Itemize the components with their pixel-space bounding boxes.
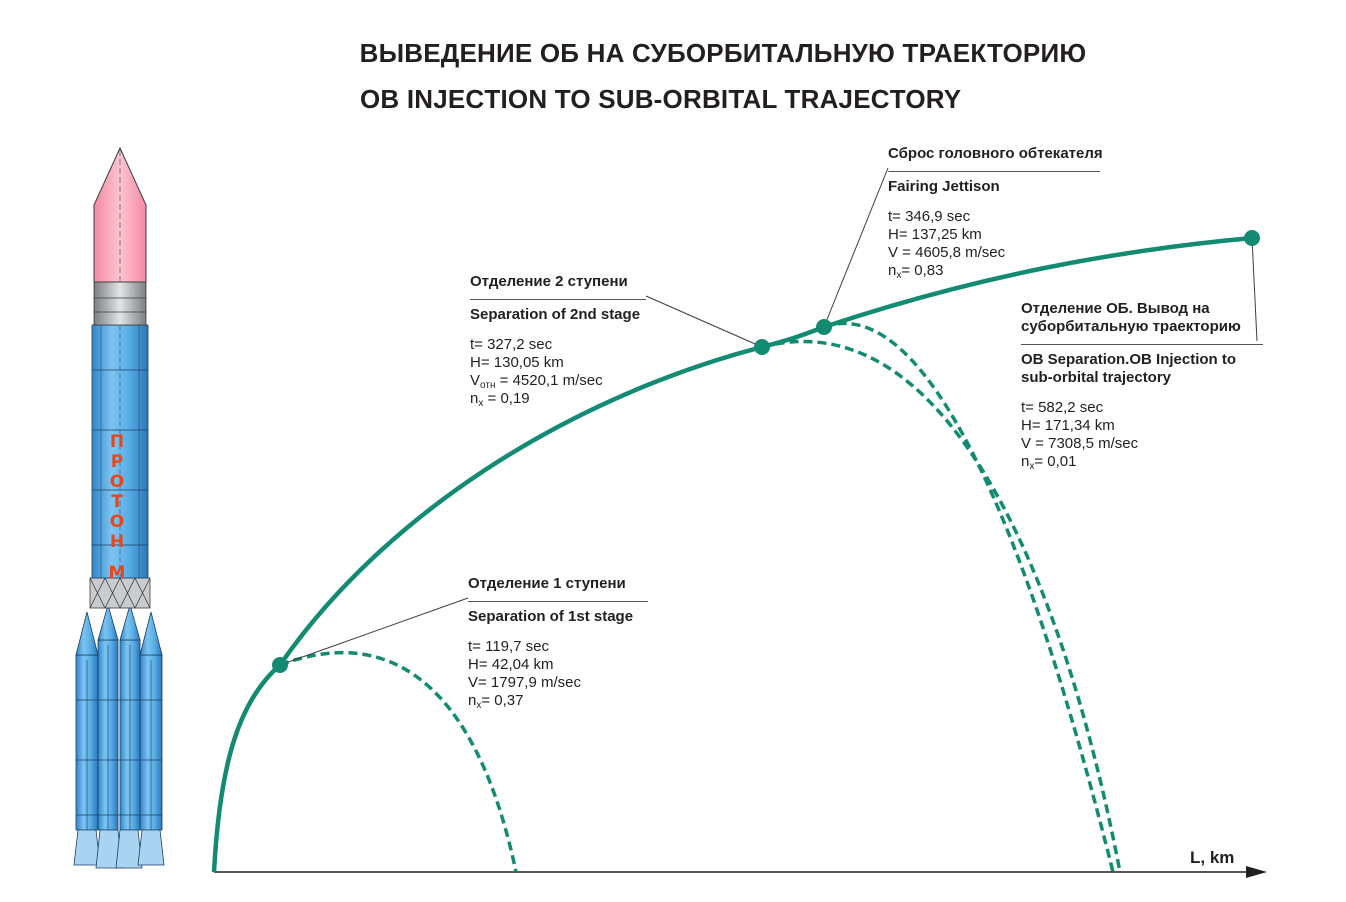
ob-overload-value: = 0,01 bbox=[1034, 453, 1077, 470]
title-english: OB INJECTION TO SUB-ORBITAL TRAJECTORY bbox=[360, 84, 962, 114]
stage2-fall-trajectory bbox=[761, 339, 1122, 873]
ob-title-en-line1: OB Separation.OB Injection to bbox=[1021, 351, 1237, 368]
fairing-overload-symbol: n bbox=[888, 262, 897, 279]
rocket-letter: Н bbox=[110, 532, 124, 552]
stage1-altitude: H= 42,04 km bbox=[468, 656, 554, 673]
fairing-jettison-point bbox=[816, 319, 832, 335]
stage2-time: t= 327,2 sec bbox=[470, 336, 553, 353]
stage2-annotation: Отделение 2 ступени Separation of 2nd st… bbox=[470, 273, 646, 409]
rocket-letter: О bbox=[110, 512, 124, 532]
stage2-altitude: H= 130,05 km bbox=[470, 354, 564, 371]
stage2-overload-symbol: n bbox=[470, 390, 479, 407]
ob-title-ru-line2: суборбитальную траекторию bbox=[1021, 318, 1241, 335]
stage1-title-en: Separation of 1st stage bbox=[468, 608, 634, 625]
ob-divider bbox=[1021, 344, 1263, 345]
stage2-title-en: Separation of 2nd stage bbox=[470, 306, 641, 323]
stage1-divider bbox=[468, 601, 648, 602]
fairing-overload-subscript: x bbox=[896, 270, 902, 281]
ob-overload-symbol: n bbox=[1021, 453, 1030, 470]
fairing-title-en: Fairing Jettison bbox=[888, 178, 1000, 195]
ob-time: t= 582,2 sec bbox=[1021, 399, 1104, 416]
ob-title-ru-line1: Отделение ОБ. Вывод на bbox=[1021, 300, 1210, 317]
stage1-annotation: Отделение 1 ступени Separation of 1st st… bbox=[468, 575, 648, 711]
interstage-truss bbox=[89, 577, 151, 609]
head-fairing bbox=[93, 146, 147, 283]
stage1-time: t= 119,7 sec bbox=[468, 638, 550, 655]
stage2-velocity-value: = 4520,1 m/sec bbox=[495, 372, 603, 389]
stage2-overload: nx = 0,19 bbox=[470, 390, 646, 409]
stage2-velocity-symbol: V bbox=[470, 372, 481, 389]
stage1-overload-value: = 0,37 bbox=[481, 692, 524, 709]
leader-stage1 bbox=[279, 597, 469, 666]
leader-lines bbox=[279, 167, 1258, 666]
ob-annotation: Отделение ОБ. Вывод на суборбитальную тр… bbox=[1021, 300, 1263, 472]
fairing-annotation: Сброс головного обтекателя Fairing Jetti… bbox=[888, 145, 1103, 281]
fairing-overload: nx= 0,83 bbox=[888, 262, 1103, 281]
fairing-divider bbox=[888, 171, 1100, 172]
rocket-letter: Р bbox=[111, 452, 123, 472]
leader-fairing bbox=[823, 167, 889, 328]
leader-stage2 bbox=[645, 295, 763, 348]
stage1-separation-point bbox=[272, 657, 288, 673]
rocket-suffix-letter: М bbox=[109, 563, 126, 583]
fairing-velocity: V = 4605,8 m/sec bbox=[888, 244, 1006, 261]
title-russian: ВЫВЕДЕНИЕ ОБ НА СУБОРБИТАЛЬНУЮ ТРАЕКТОРИ… bbox=[359, 38, 1087, 68]
ob-altitude: H= 171,34 km bbox=[1021, 417, 1115, 434]
stage1-fall-trajectory bbox=[279, 650, 518, 873]
first-stage-boosters bbox=[73, 603, 165, 869]
leader-ob bbox=[1251, 237, 1258, 342]
upper-stages bbox=[91, 324, 149, 579]
ob-overload-subscript: x bbox=[1029, 461, 1035, 472]
fairing-time: t= 346,9 sec bbox=[888, 208, 971, 225]
rocket-letter: Т bbox=[111, 492, 123, 512]
stage2-overload-value: = 0,19 bbox=[483, 390, 530, 407]
rocket-letter: О bbox=[110, 472, 124, 492]
fairing-altitude: H= 137,25 km bbox=[888, 226, 982, 243]
rocket-letter: П bbox=[110, 432, 124, 452]
stage2-title-ru: Отделение 2 ступени bbox=[470, 273, 628, 290]
main-trajectory bbox=[211, 235, 1253, 873]
ob-title-en-line2: sub-orbital trajectory bbox=[1021, 369, 1172, 386]
fairing-fall-trajectory bbox=[823, 321, 1115, 873]
ob-overload: nx= 0,01 bbox=[1021, 453, 1263, 472]
stage1-overload: nx= 0,37 bbox=[468, 692, 648, 711]
stage2-separation-point bbox=[754, 339, 770, 355]
stage1-velocity: V= 1797,9 m/sec bbox=[468, 674, 581, 691]
payload-adapter bbox=[93, 281, 147, 326]
stage2-velocity: Vотн = 4520,1 m/sec bbox=[470, 372, 646, 391]
fairing-title-ru: Сброс головного обтекателя bbox=[888, 145, 1103, 162]
x-axis-label: L, km bbox=[1190, 848, 1235, 867]
ob-velocity: V = 7308,5 m/sec bbox=[1021, 435, 1139, 452]
fairing-overload-value: = 0,83 bbox=[901, 262, 944, 279]
stage1-overload-symbol: n bbox=[468, 692, 477, 709]
stage2-overload-subscript: x bbox=[478, 398, 484, 409]
stage1-title-ru: Отделение 1 ступени bbox=[468, 575, 626, 592]
stage2-divider bbox=[470, 299, 646, 300]
stage1-overload-subscript: x bbox=[476, 700, 482, 711]
ob-separation-point bbox=[1244, 230, 1260, 246]
stage2-velocity-subscript: отн bbox=[480, 380, 496, 391]
